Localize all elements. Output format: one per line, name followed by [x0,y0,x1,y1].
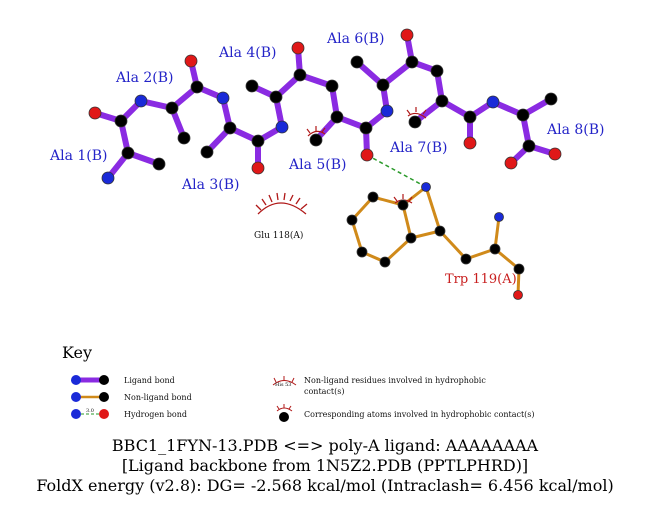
label-ala7: Ala 7(B) [389,140,448,156]
footer-line-1: BBC1_1FYN-13.PDB <=> poly-A ligand: AAAA… [112,436,539,455]
footer-line-2: [Ligand backbone from 1N5Z2.PDB (PPTLPHR… [122,456,528,475]
label-ala3: Ala 3(B) [181,177,240,193]
key-title: Key [62,343,92,362]
label-ala2: Ala 2(B) [115,70,174,86]
hydrophobic-contact-glu118 [255,192,308,215]
key-ligand-bond: Ligand bond [71,375,175,385]
key-hydrophobic-atom-label: Corresponding atoms involved in hydropho… [304,410,535,419]
hydrogen-bond [366,154,427,188]
key-ligand-bond-label: Ligand bond [124,376,175,385]
key-hydrophobic-residue-label-1: Non-ligand residues involved in hydropho… [304,376,486,385]
label-glu118: Glu 118(A) [254,230,303,241]
key-nonligand-bond-label: Non-ligand bond [124,393,192,402]
hydrophobic-atom-arcs [306,107,427,204]
key-hydrogen-bond: 3.0 Hydrogen bond [71,408,187,419]
key-legend: Key Ligand bond Non-ligand bond 3.0 Hydr… [62,343,535,422]
label-trp119: Trp 119(A) [445,272,517,287]
footer-line-3: FoldX energy (v2.8): DG= -2.568 kcal/mol… [36,476,613,495]
atoms [88,28,562,300]
label-ala5: Ala 5(B) [288,157,347,173]
key-hydrophobic-example: His 53 [275,382,291,388]
key-hbond-label: Hydrogen bond [124,410,187,419]
key-nonligand-bond: Non-ligand bond [71,392,192,402]
key-hydrophobic-residue: His 53 Non-ligand residues involved in h… [272,376,486,396]
key-hydrophobic-residue-label-2: contact(s) [304,387,344,396]
key-hydrophobic-atom: Corresponding atoms involved in hydropho… [276,404,535,422]
label-ala1: Ala 1(B) [49,148,108,164]
label-ala8: Ala 8(B) [546,122,605,138]
key-hbond-distance: 3.0 [86,408,94,414]
label-ala6: Ala 6(B) [326,31,385,47]
label-ala4: Ala 4(B) [218,45,277,61]
